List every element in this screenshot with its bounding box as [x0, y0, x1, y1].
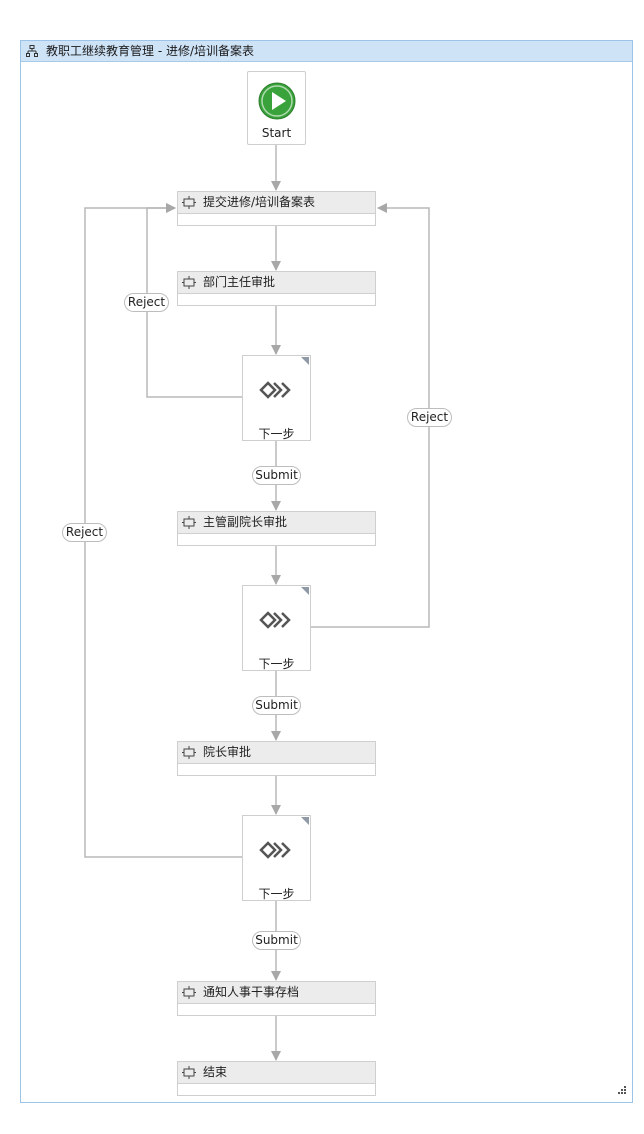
designer-titlebar: 教职工继续教育管理 - 进修/培训备案表 — [21, 41, 632, 62]
activity-icon — [182, 276, 196, 289]
step-node-3[interactable]: 下一步 — [242, 815, 311, 901]
activity-icon — [182, 1066, 196, 1079]
step-node-1[interactable]: 下一步 — [242, 355, 311, 441]
activity-end[interactable]: 结束 — [177, 1061, 376, 1096]
corner-marker-icon — [301, 357, 309, 365]
corner-marker-icon — [301, 587, 309, 595]
transition-submit-1[interactable]: Submit — [252, 466, 301, 485]
step-label: 下一步 — [258, 657, 295, 671]
activity-vp-approval[interactable]: 主管副院长审批 — [177, 511, 376, 546]
next-step-icon — [259, 611, 291, 629]
start-label: Start — [261, 126, 292, 140]
transition-reject-3[interactable]: Reject — [62, 523, 107, 542]
play-icon — [258, 82, 296, 120]
activity-hr-archive[interactable]: 通知人事干事存档 — [177, 981, 376, 1016]
activity-dept-approval[interactable]: 部门主任审批 — [177, 271, 376, 306]
next-step-icon — [259, 841, 291, 859]
transition-reject-1[interactable]: Reject — [124, 293, 169, 312]
activity-submit-form[interactable]: 提交进修/培训备案表 — [177, 191, 376, 226]
transition-submit-2[interactable]: Submit — [252, 696, 301, 715]
corner-marker-icon — [301, 817, 309, 825]
next-step-icon — [259, 381, 291, 399]
activity-label: 通知人事干事存档 — [203, 985, 300, 999]
activity-icon — [182, 746, 196, 759]
step-node-2[interactable]: 下一步 — [242, 585, 311, 671]
workflow-hierarchy-icon — [26, 45, 38, 57]
activity-dean-approval[interactable]: 院长审批 — [177, 741, 376, 776]
resize-grip-icon[interactable] — [616, 1086, 626, 1096]
activity-icon — [182, 986, 196, 999]
step-label: 下一步 — [258, 887, 295, 901]
activity-icon — [182, 196, 196, 209]
page-title: 教职工继续教育管理 - 进修/培训备案表 — [46, 44, 255, 58]
transition-submit-3[interactable]: Submit — [252, 931, 301, 950]
activity-icon — [182, 516, 196, 529]
activity-label: 部门主任审批 — [203, 275, 276, 289]
transition-reject-2[interactable]: Reject — [407, 408, 452, 427]
start-node[interactable]: Start — [247, 71, 306, 145]
activity-label: 院长审批 — [203, 745, 252, 759]
activity-label: 结束 — [203, 1065, 228, 1079]
activity-label: 主管副院长审批 — [203, 515, 288, 529]
step-label: 下一步 — [258, 427, 295, 441]
activity-label: 提交进修/培训备案表 — [203, 195, 316, 209]
